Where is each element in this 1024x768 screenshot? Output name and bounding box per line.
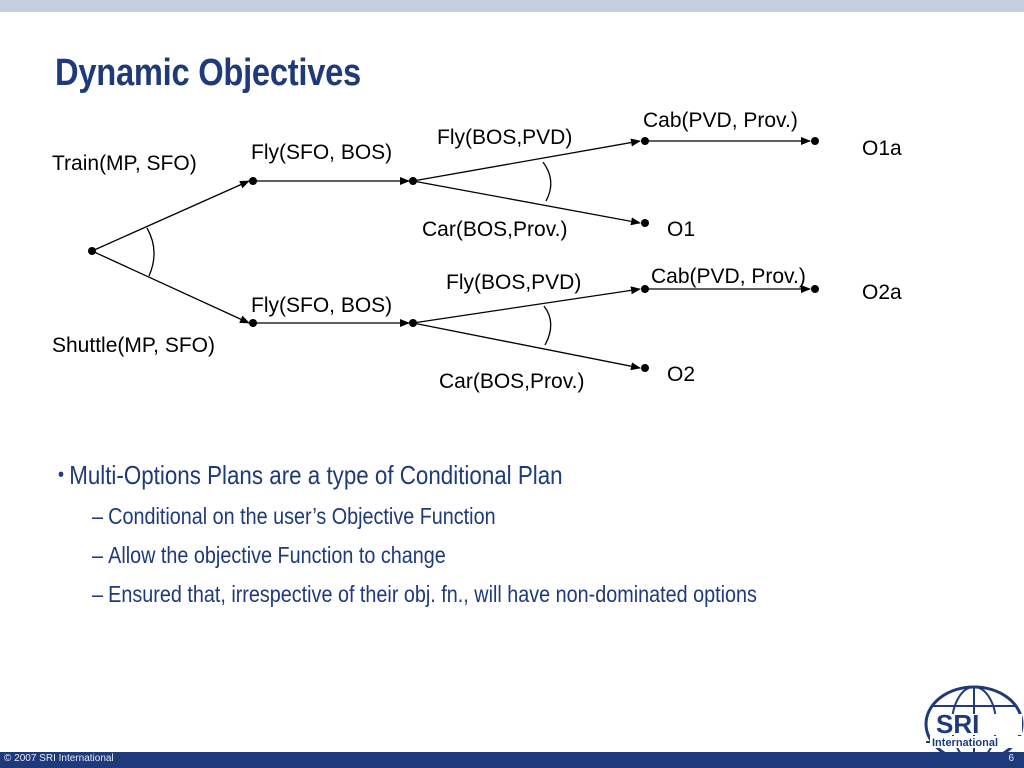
- label-o1a: O1a: [862, 137, 902, 160]
- label-car-bos-prov-top: Car(BOS,Prov.): [422, 218, 567, 241]
- bullet-main: •Multi-Options Plans are a type of Condi…: [58, 460, 832, 491]
- bullet-list: •Multi-Options Plans are a type of Condi…: [58, 460, 958, 608]
- copyright-text: © 2007 SRI International: [4, 753, 114, 764]
- slide-title: Dynamic Objectives: [55, 52, 361, 94]
- sub-bullet: –Conditional on the user’s Objective Fun…: [92, 503, 837, 530]
- dash-icon: –: [92, 542, 104, 568]
- edge-train: [91, 180, 250, 252]
- label-o2a: O2a: [862, 281, 902, 304]
- label-o2: O2: [667, 363, 695, 386]
- label-car-bos-prov-bottom: Car(BOS,Prov.): [439, 370, 584, 393]
- label-cab-pvd-prov-top: Cab(PVD, Prov.): [643, 109, 798, 132]
- edge-car-bos-prov-top: [412, 180, 641, 226]
- edge-fly-bos-pvd-bottom: [412, 286, 641, 324]
- logo-sri-text: SRI: [936, 709, 979, 739]
- sub-bullet-text: Ensured that, irrespective of their obj.…: [108, 581, 757, 607]
- sub-bullet-text: Allow the objective Function to change: [108, 542, 446, 568]
- node-prov-end-top: [811, 137, 819, 145]
- label-shuttle: Shuttle(MP, SFO): [52, 334, 215, 357]
- dash-icon: –: [92, 503, 104, 529]
- logo-international-text: International: [932, 737, 998, 749]
- node-prov-bottom: [641, 364, 649, 372]
- node-root: [88, 247, 96, 255]
- node-pvd-top: [641, 137, 649, 145]
- sri-globe-logo: SRI International: [922, 684, 1024, 756]
- label-cab-pvd-prov-bottom: Cab(PVD, Prov.): [651, 265, 806, 288]
- footer-bar: © 2007 SRI International 6: [0, 752, 1024, 768]
- sub-bullet: –Allow the objective Function to change: [92, 542, 837, 569]
- edge-car-bos-prov-bottom: [412, 322, 641, 371]
- and-arc-bottom: [543, 305, 552, 346]
- label-fly-bos-pvd-bottom: Fly(BOS,PVD): [446, 271, 581, 294]
- dash-icon: –: [92, 581, 104, 607]
- sub-bullet: –Ensured that, irrespective of their obj…: [92, 581, 837, 608]
- node-sfo-bottom: [249, 319, 257, 327]
- bullet-main-text: Multi-Options Plans are a type of Condit…: [69, 460, 563, 490]
- label-fly-bos-pvd-top: Fly(BOS,PVD): [437, 126, 572, 149]
- bullet-dot-icon: •: [58, 464, 65, 486]
- label-fly-sfo-bos-top: Fly(SFO, BOS): [251, 141, 392, 164]
- edge-fly-bos-pvd-top: [412, 138, 641, 182]
- page-number: 6: [1008, 753, 1014, 764]
- and-arc-top: [542, 161, 552, 202]
- sub-bullet-text: Conditional on the user’s Objective Func…: [108, 503, 496, 529]
- and-arc-root: [146, 227, 155, 277]
- node-pvd-bottom: [641, 285, 649, 293]
- node-prov-end-bottom: [811, 285, 819, 293]
- node-bos-bottom: [409, 319, 417, 327]
- label-fly-sfo-bos-bottom: Fly(SFO, BOS): [251, 294, 392, 317]
- node-bos-top: [409, 177, 417, 185]
- label-train: Train(MP, SFO): [52, 152, 197, 175]
- node-sfo-top: [249, 177, 257, 185]
- edge-shuttle: [91, 250, 250, 324]
- top-accent-bar: [0, 0, 1024, 12]
- label-o1: O1: [667, 218, 695, 241]
- node-prov-top: [641, 219, 649, 227]
